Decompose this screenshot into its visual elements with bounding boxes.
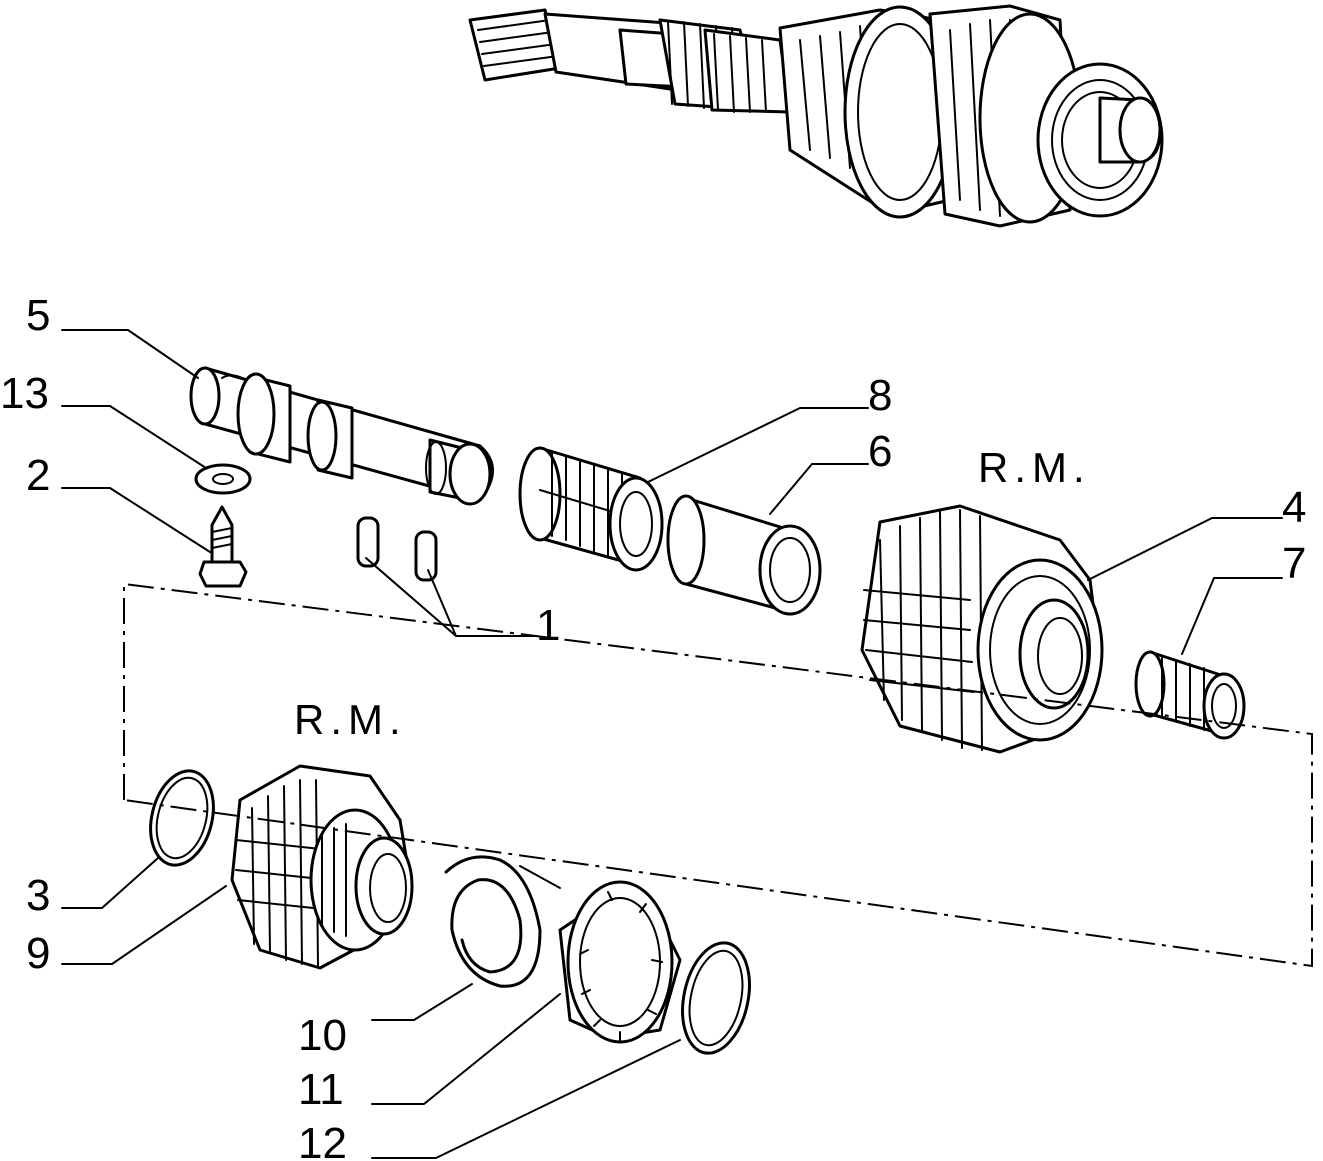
assembly-boundary-line	[123, 582, 1313, 968]
callout-labels: 5 13 2 1 8 6 4 7 3 9 10 11 12	[0, 291, 1306, 1161]
part-5-shaft	[189, 366, 494, 506]
part-3-snap-ring	[149, 769, 215, 867]
callout-11: 11	[298, 1065, 344, 1114]
callout-6: 6	[868, 427, 892, 476]
part-10-spring	[444, 855, 561, 988]
part-13-washer	[194, 463, 252, 495]
callout-2: 2	[26, 451, 50, 500]
part-6-spacer-sleeve	[666, 494, 822, 616]
part-4-large-gear	[860, 504, 1104, 754]
part-12-ring	[681, 941, 751, 1055]
callout-7: 7	[1282, 539, 1306, 588]
callout-4: 4	[1282, 483, 1306, 532]
part-11-synchro-ring	[558, 880, 682, 1044]
part-9-double-gear	[230, 764, 414, 970]
main-shaft-assembly	[468, 4, 1164, 228]
callout-8: 8	[868, 371, 892, 420]
callout-1: 1	[536, 601, 560, 650]
callout-12: 12	[298, 1119, 347, 1161]
rm-note-upper: R.M.	[978, 444, 1091, 491]
callout-9: 9	[26, 929, 50, 978]
part-2-bolt	[198, 505, 248, 588]
callout-13: 13	[0, 369, 49, 418]
part-7-small-bearing	[1134, 650, 1246, 740]
part-8-needle-bearing	[518, 446, 664, 572]
callout-5: 5	[26, 291, 50, 340]
callout-10: 10	[298, 1011, 347, 1060]
leader-lines	[61, 329, 1283, 1159]
callout-3: 3	[26, 871, 50, 920]
part-1-pins	[356, 516, 438, 582]
rm-note-lower: R.M.	[294, 696, 407, 743]
